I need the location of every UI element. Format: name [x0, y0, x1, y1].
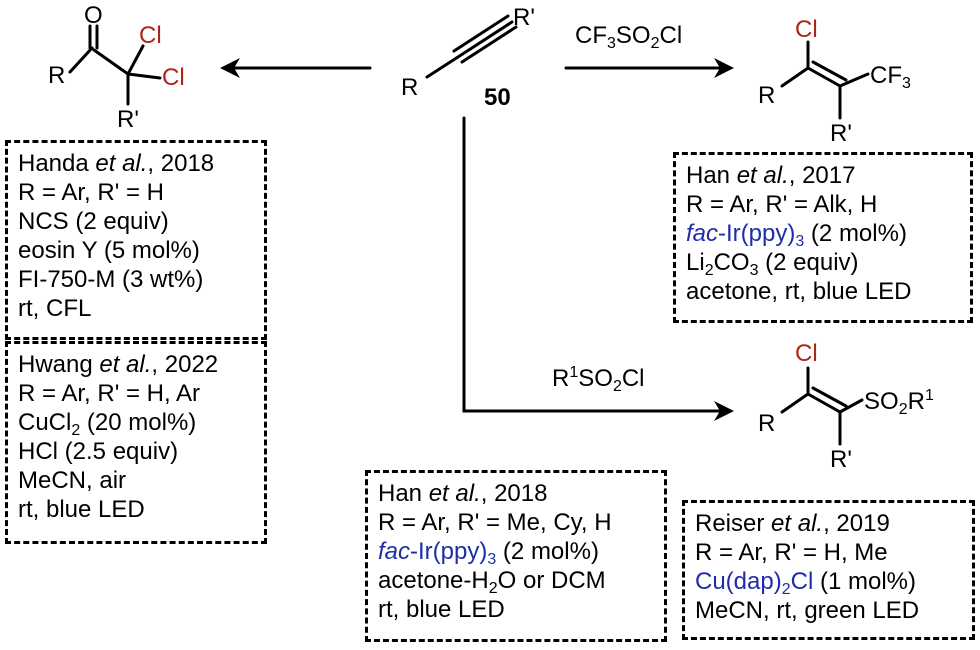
arrow-bottom-head: [714, 401, 734, 421]
ccl-bond-2: [126, 72, 162, 80]
additive: FI-750-M (3 wt%): [18, 266, 204, 293]
reagent-top: CF3SO2Cl: [575, 22, 683, 52]
alkyne-triple-2: [460, 25, 518, 64]
citation: Han et al., 2017: [686, 162, 856, 189]
vinyl2-so2-bond: [838, 398, 864, 414]
vinyl-cf3-label: CF3: [870, 62, 911, 92]
conditions-box-handa: Handa et al., 2018 R = Ar, R' = H NCS (2…: [5, 140, 267, 340]
conditions-box-reiser: Reiser et al., 2019 R = Ar, R' = H, Me C…: [682, 500, 975, 640]
vinyl2-cl-label: Cl: [795, 340, 818, 367]
conditions-box-han-2018: Han et al., 2018 R = Ar, R' = Me, Cy, H …: [365, 470, 667, 642]
catalyst: fac-Ir(ppy)3 (2 mol%): [686, 220, 907, 250]
vinyl2-so2r1-label: SO2R1: [864, 387, 934, 418]
alkyne-rp-label: R': [513, 4, 535, 31]
vinyl-cf3-bond: [838, 72, 870, 88]
alkyne-triple-3: [452, 14, 510, 53]
conditions: rt, CFL: [18, 295, 92, 322]
alkyne-triple-1: [456, 20, 514, 59]
vinyl2-rp-label: R': [830, 446, 852, 473]
arrow-bottom-shaft: [462, 116, 722, 413]
substituents: R = Ar, R' = H, Me: [695, 539, 888, 566]
solvent: acetone-H2O or DCM: [378, 567, 606, 597]
citation: Reiser et al., 2019: [695, 510, 890, 537]
catalyst: Cu(dap)2Cl (1 mol%): [695, 568, 916, 598]
vinyl-r-label: R: [758, 82, 776, 109]
additive: HCl (2.5 equiv): [18, 438, 179, 465]
base: Li2CO3 (2 equiv): [686, 249, 859, 279]
conditions: MeCN, rt, green LED: [695, 597, 920, 624]
catalyst: CuCl2 (20 mol%): [18, 409, 197, 439]
substituents: R = Ar, R' = H: [18, 179, 164, 206]
vinyl-cl-label: Cl: [795, 16, 818, 43]
ketone-o-label: O: [84, 2, 103, 29]
vinyl2-r-bond: [780, 392, 810, 414]
alkyne-r-label: R: [401, 74, 419, 101]
vinyl-r-bond: [780, 66, 810, 88]
substituents: R = Ar, R' = H, Ar: [18, 380, 200, 407]
conditions: acetone, rt, blue LED: [686, 278, 912, 305]
ketone-cl1-label: Cl: [139, 22, 162, 49]
citation: Han et al., 2018: [378, 480, 548, 507]
ketone-cl2-label: Cl: [162, 64, 185, 91]
vinyl-rp-label: R': [830, 120, 852, 147]
substituents: R = Ar, R' = Me, Cy, H: [378, 509, 612, 536]
ketone-bond-c: [92, 48, 130, 76]
catalyst: eosin Y (5 mol%): [18, 237, 200, 264]
conditions: rt, blue LED: [378, 596, 505, 623]
solvent: MeCN, air: [18, 467, 127, 494]
ccl-bond-1: [126, 44, 145, 76]
conditions-box-han-2017: Han et al., 2017 R = Ar, R' = Alk, H fac…: [673, 152, 973, 323]
compound-number: 50: [484, 84, 511, 111]
conditions-box-hwang: Hwang et al., 2022 R = Ar, R' = H, Ar Cu…: [5, 341, 267, 544]
arrow-left-head: [220, 58, 240, 78]
substituents: R = Ar, R' = Alk, H: [686, 191, 878, 218]
citation: Handa et al., 2018: [18, 150, 215, 177]
ketone-bond-r: [68, 46, 94, 74]
vinyl2-double-2: [811, 386, 848, 408]
alkyne-bond-left: [425, 55, 460, 79]
ketone-r-label: R: [48, 62, 66, 89]
vinyl2-double-1: [806, 392, 842, 414]
vinyl-double-2: [811, 60, 848, 82]
ketone-rp-label: R': [117, 106, 139, 133]
reagent: NCS (2 equiv): [18, 208, 169, 235]
arrow-right-top-head: [714, 58, 734, 78]
vinyl2-r-label: R: [758, 410, 776, 437]
conditions: rt, blue LED: [18, 496, 145, 523]
citation: Hwang et al., 2022: [18, 351, 219, 378]
vinyl-double-1: [806, 66, 842, 88]
reagent-bottom: R1SO2Cl: [552, 364, 645, 395]
catalyst: fac-Ir(ppy)3 (2 mol%): [378, 538, 599, 568]
